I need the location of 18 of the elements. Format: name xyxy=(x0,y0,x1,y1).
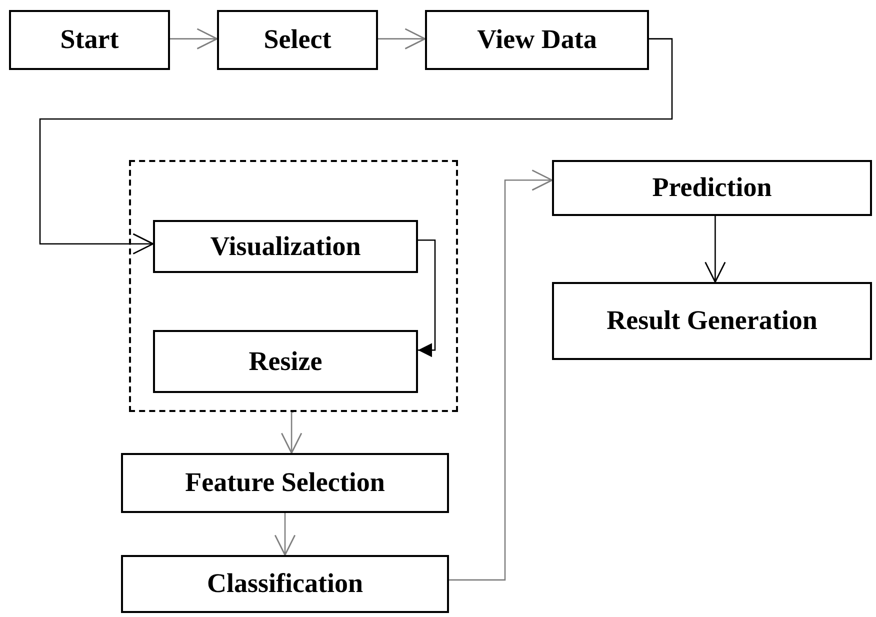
process-box: View Data xyxy=(425,10,649,70)
arrow xyxy=(704,216,726,283)
process-box: Select xyxy=(217,10,378,70)
arrow xyxy=(280,411,302,454)
arrow xyxy=(378,28,426,50)
process-box: Visualization xyxy=(153,220,418,273)
arrow xyxy=(274,513,296,556)
process-box: Prediction xyxy=(552,160,872,216)
arrow xyxy=(418,239,436,358)
process-box: Resize xyxy=(153,330,418,393)
process-box: Start xyxy=(9,10,170,70)
process-box: Feature Selection xyxy=(121,453,449,513)
dashed-group-box xyxy=(129,160,458,412)
arrow xyxy=(170,28,218,50)
process-box: Classification xyxy=(121,555,449,613)
arrow xyxy=(449,170,553,581)
arrow xyxy=(39,38,673,254)
process-box: Result Generation xyxy=(552,282,872,360)
